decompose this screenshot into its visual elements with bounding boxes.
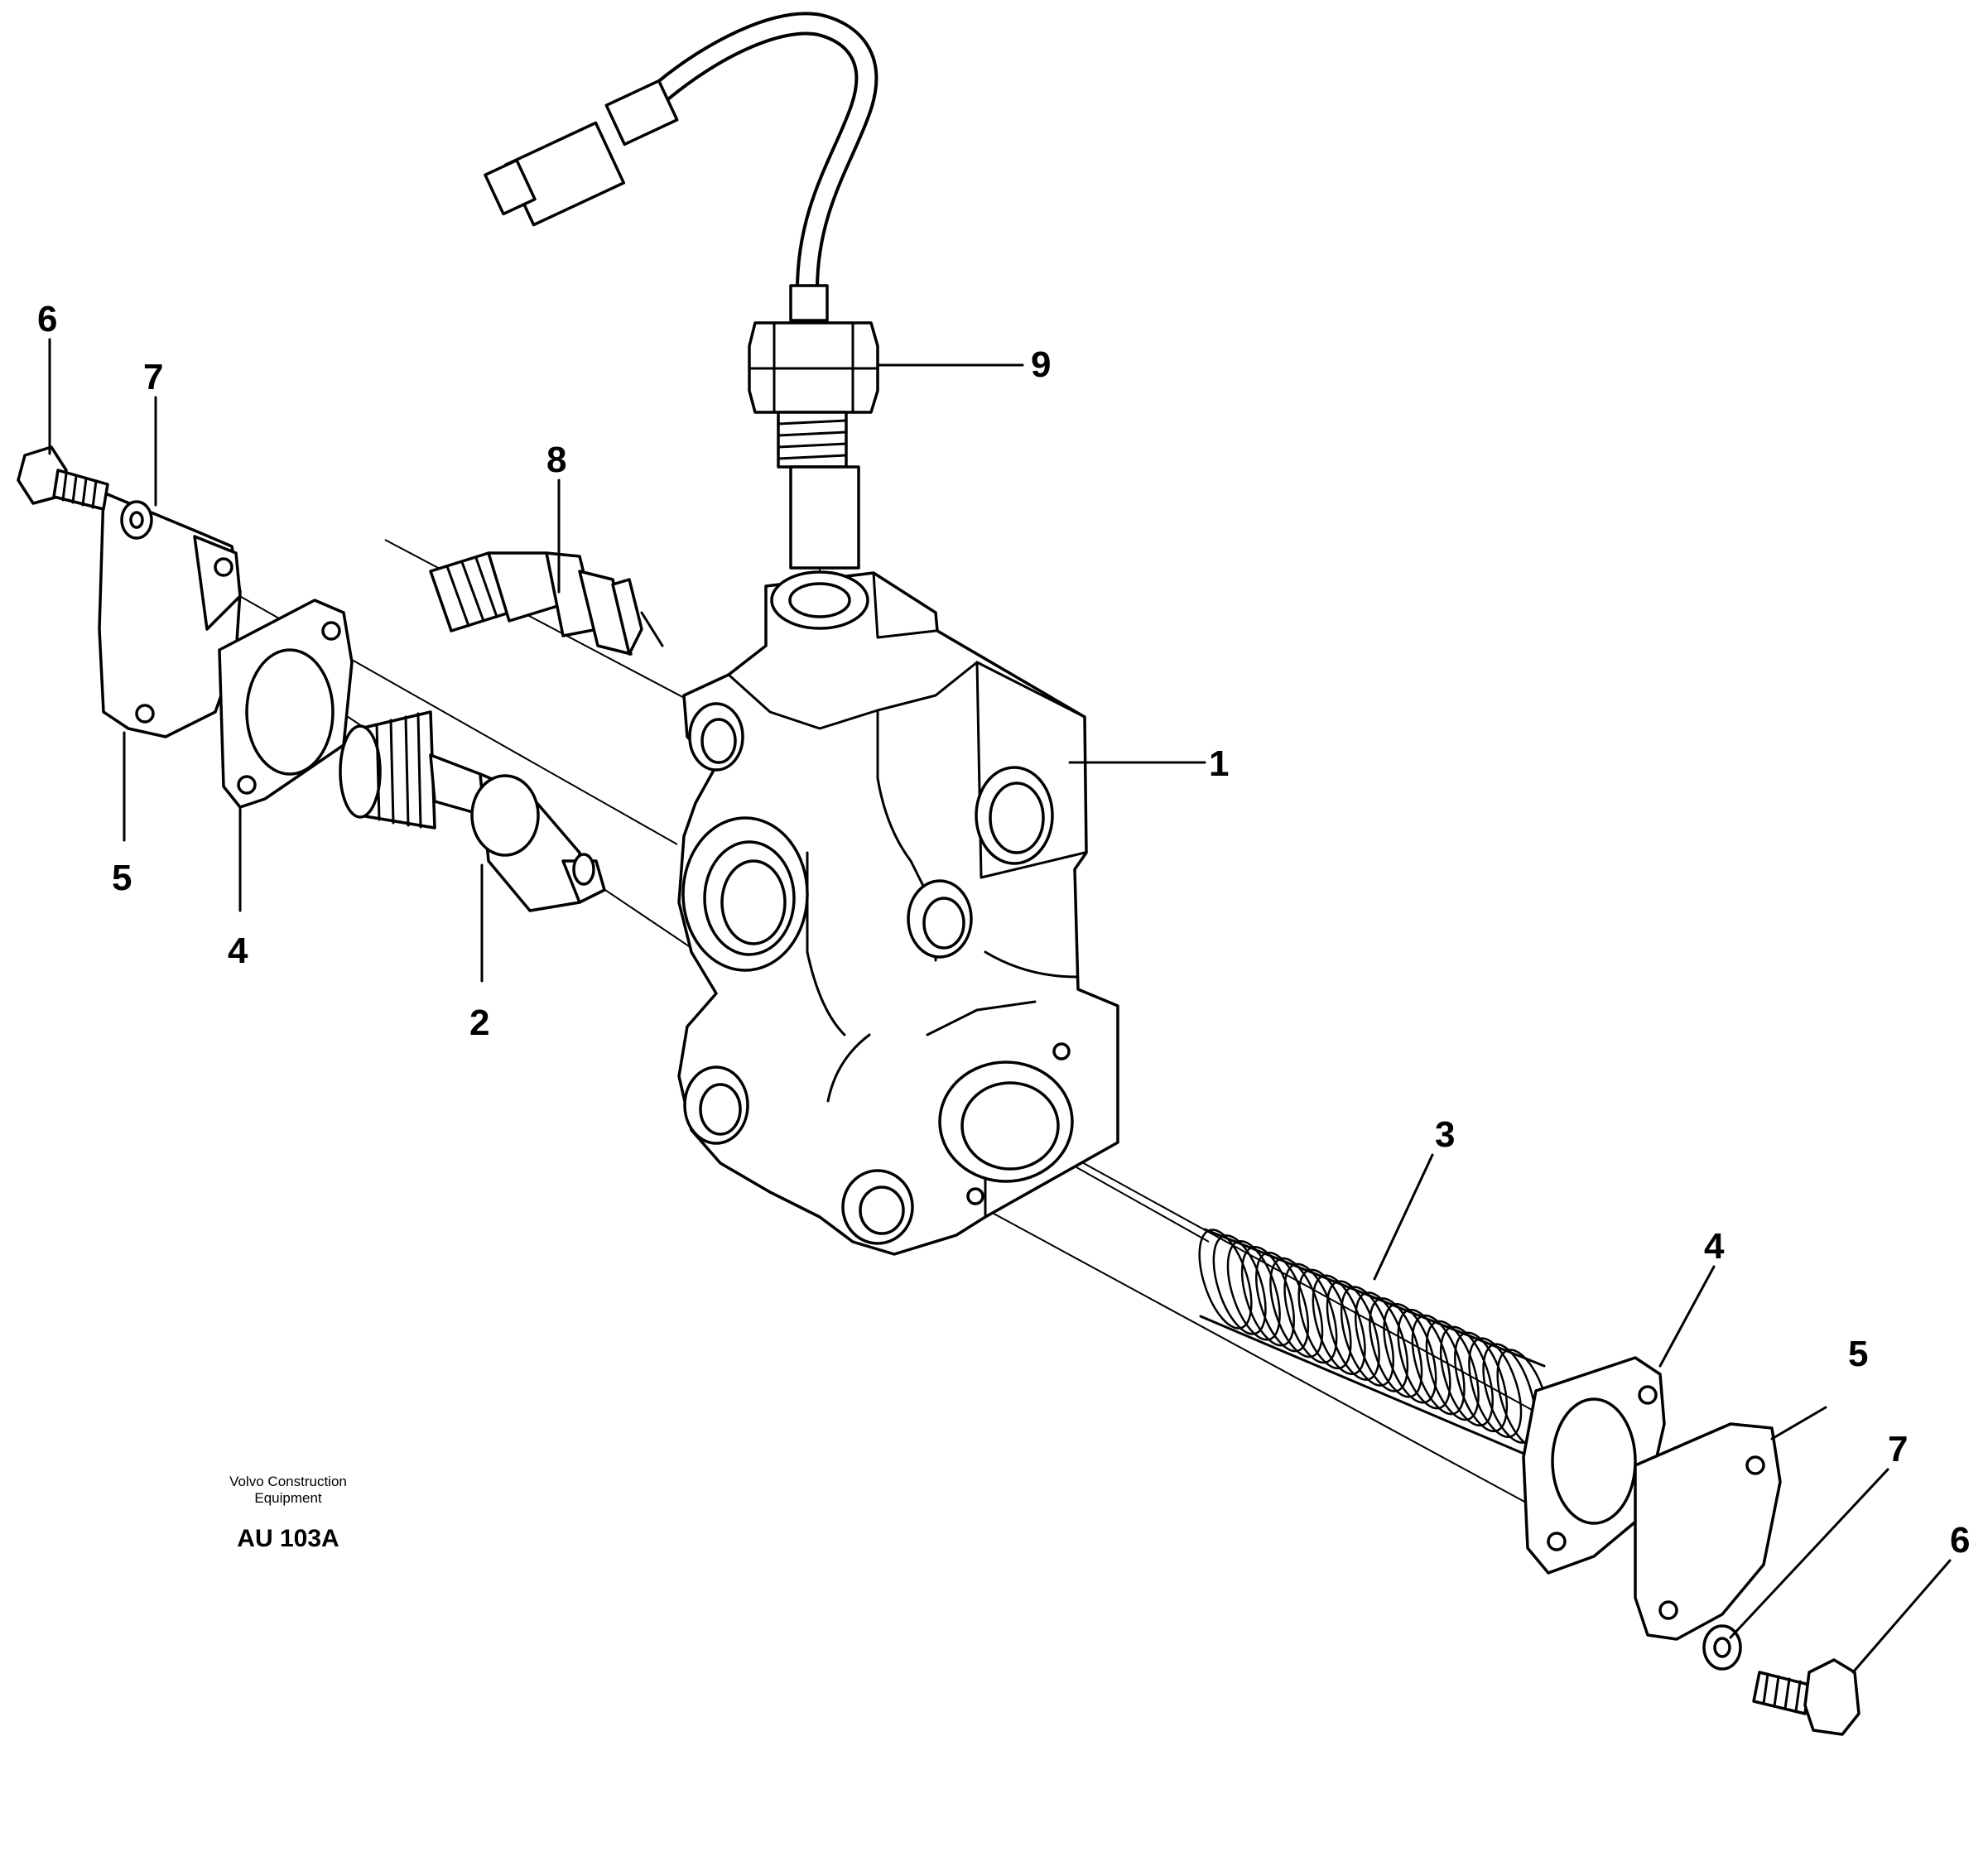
credit-line-1: Volvo Construction	[229, 1474, 347, 1489]
figure-code: AU 103A	[237, 1525, 339, 1552]
spring-coil	[1425, 1320, 1480, 1421]
spring-coil	[1383, 1303, 1437, 1404]
callout-5-right: 5	[1848, 1334, 1868, 1374]
spring-coil	[1439, 1325, 1494, 1427]
callout-2: 2	[469, 1003, 489, 1043]
credit-line-2: Equipment	[254, 1490, 322, 1506]
callout-8: 8	[546, 440, 566, 480]
callout-7-left: 7	[143, 357, 163, 397]
callout-4-right: 4	[1704, 1226, 1725, 1267]
valve-spool	[339, 710, 606, 912]
callout-3: 3	[1435, 1114, 1455, 1155]
left-cover-set	[17, 445, 354, 809]
callout-6-right: 6	[1950, 1520, 1970, 1561]
callout-labels: 6 7 8 9 1 5 4 2 3 4 5 7 6	[37, 299, 1970, 1561]
leader-lines	[48, 338, 1952, 1674]
credit-block: Volvo Construction Equipment AU 103A	[229, 1474, 347, 1552]
valve-housing	[677, 570, 1119, 1256]
spring	[1198, 1228, 1551, 1459]
sensor-with-cable	[484, 12, 879, 570]
callout-5-left: 5	[112, 858, 132, 898]
spring-coil	[1468, 1337, 1523, 1438]
spring-coil	[1198, 1229, 1253, 1330]
spring-coil	[1212, 1234, 1267, 1335]
callout-1: 1	[1209, 743, 1229, 784]
nipple-fitting	[429, 551, 664, 656]
spring-coil	[1369, 1297, 1423, 1398]
callout-7-right: 7	[1888, 1429, 1908, 1469]
callout-9: 9	[1031, 344, 1051, 385]
spring-coil	[1411, 1314, 1466, 1416]
spring-coil	[1397, 1308, 1451, 1410]
callout-4-left: 4	[228, 931, 248, 971]
right-cover-set	[1522, 1356, 1860, 1736]
callout-6-left: 6	[37, 299, 57, 339]
